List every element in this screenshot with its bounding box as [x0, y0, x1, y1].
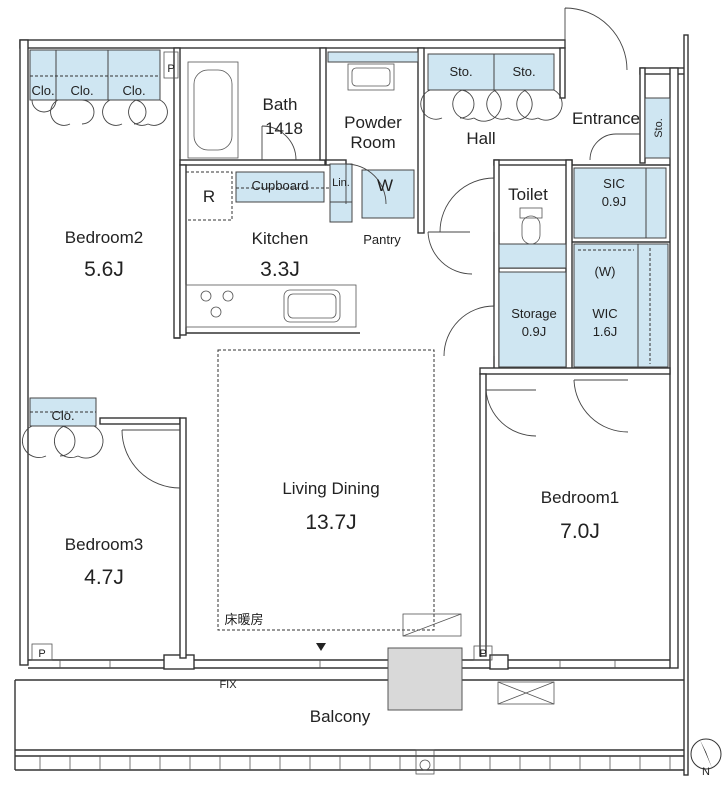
wic-label: WIC — [592, 306, 617, 321]
living-dining-label: Living Dining — [282, 479, 379, 498]
north-arrow-icon — [690, 738, 722, 770]
fix-label: FIX — [219, 679, 237, 691]
balcony-area — [14, 647, 684, 775]
cupboard-label: Cupboard — [251, 178, 308, 193]
toilet-label: Toilet — [508, 185, 548, 204]
pipe-space-label-2: P — [38, 648, 45, 660]
interior-walls — [99, 47, 671, 659]
bedroom3-label: Bedroom3 — [65, 535, 143, 554]
pipe-space-label-1: P — [167, 63, 174, 75]
north-label: N — [702, 766, 710, 778]
sic-label: SIC — [603, 176, 625, 191]
bedroom2-size: 5.6J — [84, 258, 124, 281]
powder-room-label: Powder — [344, 113, 402, 132]
sic-size: 0.9J — [602, 194, 627, 209]
entrance-label: Entrance — [572, 109, 640, 128]
pipe-space-label-3: P — [479, 648, 486, 660]
storage-label: Storage — [511, 306, 557, 321]
closet-label-3: Clo. — [122, 83, 145, 98]
closet-label-4: Clo. — [51, 408, 74, 423]
refrigerator-label: R — [203, 187, 215, 206]
living-dining-size: 13.7J — [305, 511, 356, 534]
bedroom1-label: Bedroom1 — [541, 488, 619, 507]
balcony-label: Balcony — [310, 707, 371, 726]
bedroom1-size: 7.0J — [560, 520, 600, 543]
powder-room-label-2: Room — [350, 133, 395, 152]
storage-short-label-3: Sto. — [653, 118, 665, 138]
linen-label: Lin. — [332, 177, 350, 189]
closets — [29, 49, 671, 427]
bedroom3-size: 4.7J — [84, 566, 124, 589]
storage-short-label-1: Sto. — [449, 64, 472, 79]
bedroom2-label: Bedroom2 — [65, 228, 143, 247]
fixtures — [31, 51, 543, 661]
washer-label: W — [377, 176, 393, 195]
wic-size: 1.6J — [593, 324, 618, 339]
storage-short-label-2: Sto. — [512, 64, 535, 79]
room-doors — [121, 7, 640, 489]
hall-label: Hall — [466, 129, 495, 148]
bath-size: 1418 — [265, 119, 303, 138]
storage-size: 0.9J — [522, 324, 547, 339]
closet-label-1: Clo. — [31, 83, 54, 98]
kitchen-size: 3.3J — [260, 258, 300, 281]
pantry-label: Pantry — [363, 232, 401, 247]
closet-doors — [22, 89, 563, 459]
closet-label-2: Clo. — [70, 83, 93, 98]
kitchen-label: Kitchen — [252, 229, 309, 248]
wic-w-label: (W) — [595, 264, 616, 279]
floor-heating-label: 床暖房 — [224, 612, 263, 627]
bath-label: Bath — [263, 95, 298, 114]
